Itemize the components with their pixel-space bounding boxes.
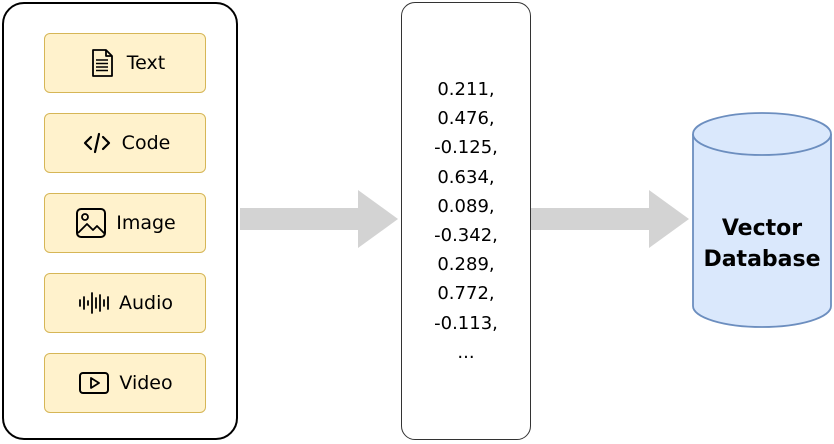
embedding-vector-panel: 0.211, 0.476, -0.125, 0.634, 0.089, -0.3…	[401, 2, 531, 440]
source-modalities-panel: Text Code Image Audio Video	[2, 2, 238, 440]
vector-database-label-line2: Database	[703, 247, 821, 272]
embedding-value: 0.211,	[437, 79, 495, 100]
embedding-value: 0.289,	[437, 254, 495, 276]
embedding-value: 0.089,	[437, 195, 495, 217]
source-item-audio: Audio	[44, 273, 206, 333]
audio-wave-icon	[77, 286, 111, 320]
embedding-value: 0.634,	[437, 166, 495, 188]
source-item-label: Image	[116, 212, 176, 234]
embedding-value: -0.113,	[434, 312, 498, 334]
source-item-video: Video	[44, 353, 206, 413]
embedding-value: -0.125,	[434, 137, 498, 159]
embedding-value: 0.476,	[437, 108, 495, 130]
embedding-value: -0.342,	[434, 225, 498, 247]
source-item-text: Text	[44, 33, 206, 93]
source-item-code: Code	[44, 113, 206, 173]
source-item-label: Code	[121, 132, 171, 154]
vector-database-cylinder	[692, 112, 832, 328]
image-icon	[74, 206, 108, 240]
vector-database-label-line1: Vector	[721, 216, 803, 241]
source-item-image: Image	[44, 193, 206, 253]
video-icon	[77, 366, 111, 400]
embedding-values-list: 0.211, 0.476, -0.125, 0.634, 0.089, -0.3…	[402, 75, 530, 367]
embedding-value: 0.772,	[437, 283, 495, 305]
source-item-label: Audio	[118, 292, 173, 314]
source-item-label: Video	[119, 372, 173, 394]
embedding-value: ...	[457, 341, 475, 363]
source-item-label: Text	[126, 52, 166, 74]
code-icon	[80, 126, 114, 160]
document-icon	[85, 46, 119, 80]
vector-database-label: Vector Database	[692, 213, 832, 275]
flow-arrow-to-embedding	[240, 190, 398, 248]
flow-arrow-to-database	[531, 190, 689, 248]
